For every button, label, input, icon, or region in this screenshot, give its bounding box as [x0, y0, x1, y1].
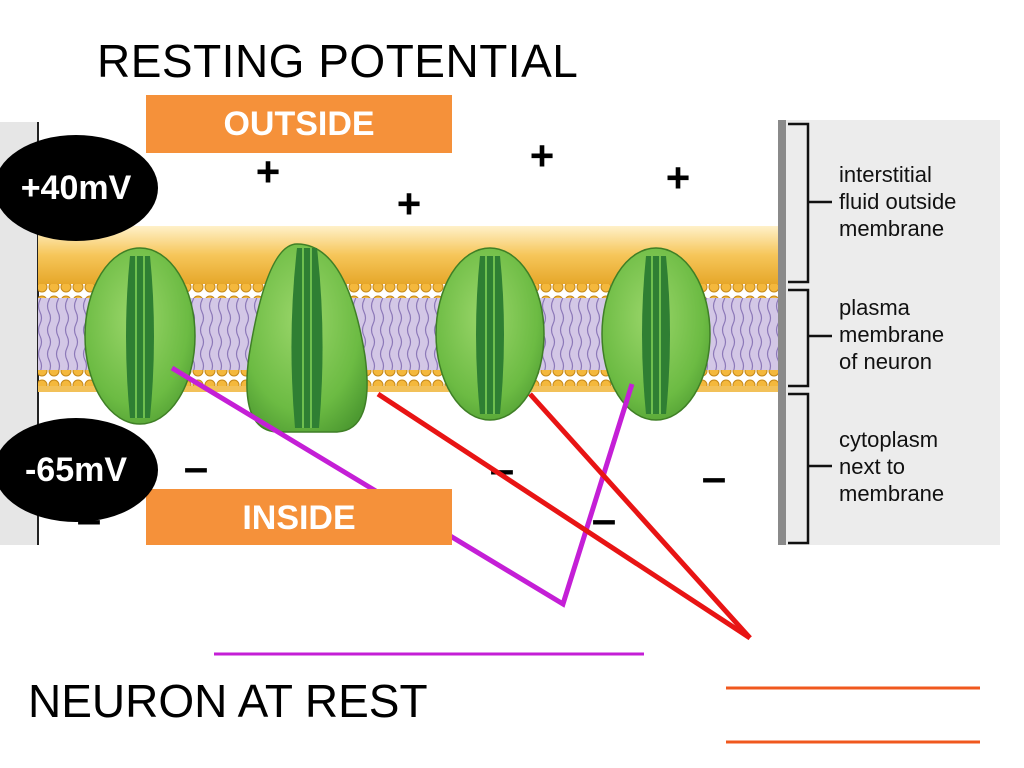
annotation-plasma-membrane: plasma membrane of neuron	[839, 295, 945, 374]
annotation-cytoplasm: cytoplasm next to membrane	[839, 427, 945, 506]
negative-charge: –	[702, 453, 726, 502]
outside-label: OUTSIDE	[146, 95, 452, 153]
positive-charge: +	[256, 148, 281, 195]
outside-voltage-badge: +40mV	[0, 137, 156, 239]
bracket-3	[788, 392, 832, 545]
bracket-1	[788, 122, 832, 284]
negative-charge: –	[184, 443, 208, 492]
positive-charge: +	[666, 154, 691, 201]
annotation-interstitial-fluid: interstitial fluid outside membrane	[839, 162, 957, 241]
footer-caption: NEURON AT REST	[28, 675, 428, 727]
channel-protein-4	[601, 247, 711, 421]
red-pointer-line-2	[528, 392, 752, 640]
inside-voltage-badge: -65mV	[0, 420, 156, 520]
annotation-panel	[778, 120, 1000, 545]
inside-label: INSIDE	[146, 489, 452, 545]
page-title: RESTING POTENTIAL	[97, 35, 579, 87]
positive-charge: +	[530, 132, 555, 179]
positive-charge: +	[397, 180, 422, 227]
channel-protein-1	[84, 247, 196, 425]
red-pointer-line-1	[376, 391, 752, 641]
bracket-2	[788, 288, 832, 388]
channel-protein-3	[435, 247, 545, 421]
channel-protein-2	[246, 243, 368, 433]
purple-pointer-lines	[170, 365, 635, 608]
